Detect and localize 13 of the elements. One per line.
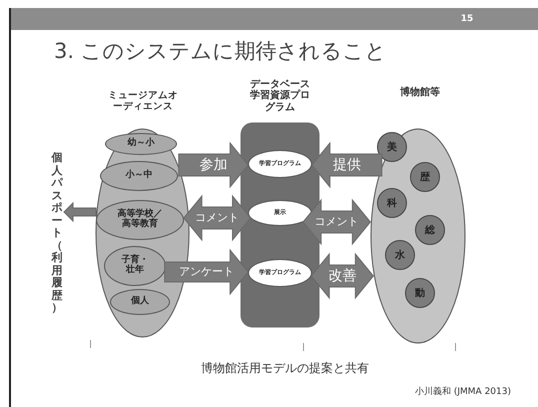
page-number: 15 <box>460 12 474 26</box>
group-heading: 博物館等 <box>399 86 441 100</box>
group-heading: ミュージアムオーディエンス <box>108 89 178 114</box>
title: 3. このシステムに期待されること <box>54 38 387 64</box>
citation: 小川義和 (JMMA 2013) <box>414 386 512 399</box>
group-ellipse: 幼～小 <box>105 133 177 155</box>
edge-label: 改善 <box>326 267 358 285</box>
vertical-label: 個人パスポート（利用履歴） <box>50 148 64 320</box>
block-arrow <box>63 202 96 222</box>
edge-label: 提供 <box>330 156 363 174</box>
panel-heading: データベース学習資源プログラム <box>249 78 311 115</box>
footer-caption: 博物館活用モデルの提案と共有 <box>200 360 370 378</box>
edge-label: 参加 <box>197 156 230 174</box>
